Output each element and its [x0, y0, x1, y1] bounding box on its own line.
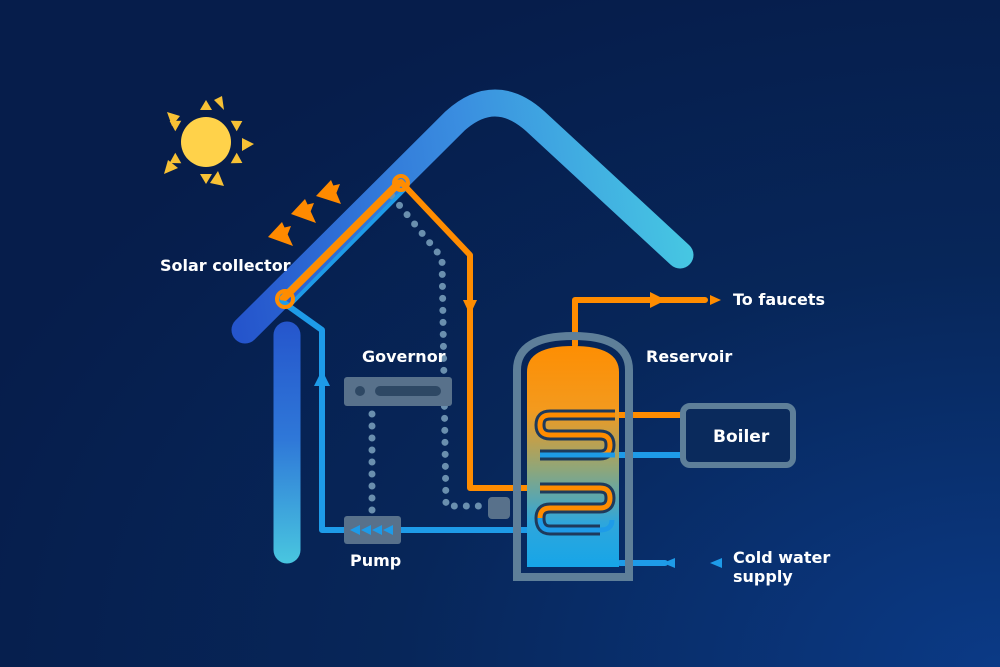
boiler-label: Boiler: [713, 427, 770, 447]
roof: [231, 89, 694, 344]
cold-water-supply-label-line2: supply: [733, 567, 793, 586]
house-outline: [231, 89, 694, 564]
solar-collector: [275, 174, 410, 309]
pump-label: Pump: [350, 551, 401, 570]
to-faucets-label: To faucets: [733, 290, 825, 309]
boiler-unit: [680, 403, 796, 468]
reservoir-label: Reservoir: [646, 347, 732, 366]
solar-collector-label: Solar collector: [160, 256, 291, 275]
governor-device: [344, 377, 452, 406]
sunlight-arrows-icon: [268, 180, 341, 246]
pump-device: [344, 516, 401, 544]
sun-icon: [164, 96, 254, 186]
solar-coil: [534, 482, 616, 536]
boiler-coil: [534, 409, 616, 461]
cold-water-supply-label-line1: Cold water: [733, 548, 830, 567]
governor-label: Governor: [362, 347, 446, 366]
temperature-sensor: [488, 497, 510, 519]
flow-arrow-icon: [314, 292, 722, 568]
